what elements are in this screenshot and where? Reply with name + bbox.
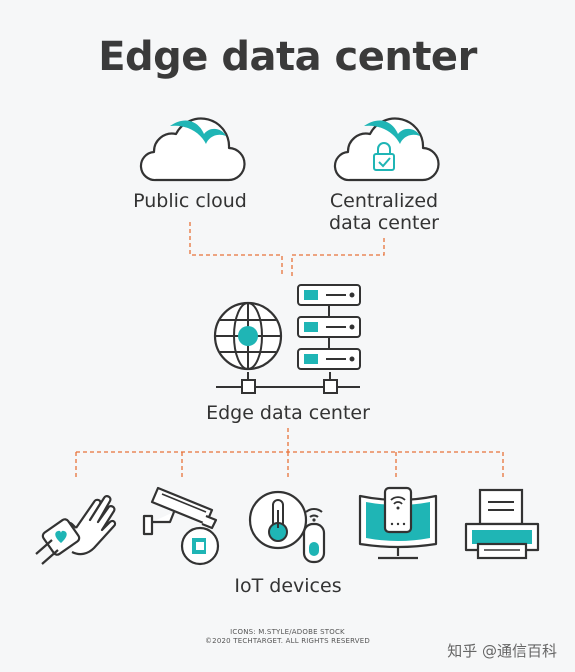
cloud-lock-icon: [333, 117, 440, 182]
diagram-title: Edge data center: [98, 34, 477, 80]
server-stack-icon: [297, 284, 361, 370]
smartwatch-hand-icon: [35, 495, 117, 565]
smartphone-monitor-icon: [358, 486, 438, 560]
credit-text: ICONS: M.STYLE/ADOBE STOCK ©2020 TECHTAR…: [0, 628, 575, 646]
globe-icon: [213, 301, 283, 371]
smart-thermostat-icon: [248, 490, 326, 564]
network-bus: [216, 372, 360, 394]
cloud-icon: [139, 117, 246, 182]
centralized-label-line2: data center: [329, 212, 439, 234]
credit-line-copyright: ©2020 TECHTARGET. ALL RIGHTS RESERVED: [204, 637, 371, 645]
edge-data-center-label: Edge data center: [206, 402, 370, 424]
public-cloud-label: Public cloud: [133, 190, 247, 212]
credit-line-icons: ICONS: M.STYLE/ADOBE STOCK: [230, 628, 345, 636]
security-camera-icon: [142, 486, 220, 566]
iot-devices-label: IoT devices: [234, 575, 342, 597]
watermark-text: 知乎 @通信百科: [447, 642, 557, 660]
printer-icon: [464, 488, 540, 560]
centralized-label-line1: Centralized: [329, 190, 439, 212]
